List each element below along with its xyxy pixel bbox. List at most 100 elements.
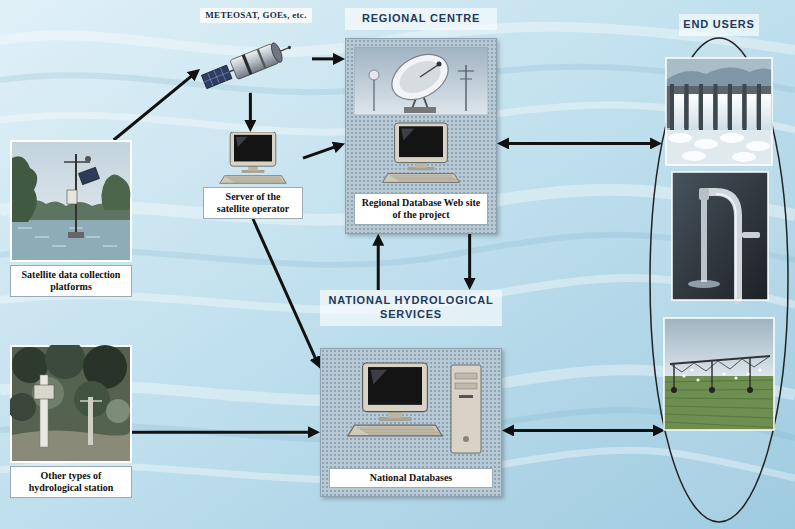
illustration-part	[363, 363, 428, 412]
regional-panel: Regional Database Web site of the projec…	[345, 38, 497, 234]
double-arrow	[508, 429, 659, 432]
station-photo-box: Other types of hydrological station	[10, 345, 132, 498]
illustration-part	[749, 358, 751, 388]
illustration-part	[371, 369, 387, 384]
illustration-part	[232, 181, 284, 182]
illustration-part	[706, 192, 738, 300]
dam-photo	[666, 58, 772, 165]
illustration-part	[64, 161, 90, 162]
illustration-part	[101, 174, 130, 210]
illustration-part	[747, 387, 753, 393]
illustration-part	[86, 237, 100, 238]
station-label: Other types of hydrological station	[10, 466, 132, 498]
illustration-part	[228, 178, 281, 179]
illustration-part	[242, 54, 253, 74]
illustration-part	[673, 364, 675, 388]
illustration-part	[395, 178, 456, 179]
illustration-part	[230, 132, 276, 166]
server-picture	[203, 132, 303, 184]
illustration-part	[230, 179, 282, 180]
illustration-part	[455, 383, 477, 389]
flow-arrow	[303, 145, 339, 158]
illustration-part	[12, 156, 37, 222]
illustration-part	[78, 167, 99, 184]
satellite-picture	[200, 23, 312, 93]
illustration-part	[742, 232, 760, 238]
illustration-part	[758, 368, 761, 371]
illustration-part	[34, 385, 54, 399]
illustration-part	[369, 70, 379, 80]
illustration-part	[394, 54, 446, 99]
illustration-part	[234, 182, 285, 183]
national-services-box: NATIONAL HYDROLOGICAL SERVICES National D…	[320, 290, 502, 497]
illustration-part	[363, 430, 437, 431]
end-users-frame	[648, 14, 790, 524]
illustration-part	[747, 94, 757, 134]
illustration-part	[85, 156, 91, 162]
illustration-part	[280, 48, 288, 51]
illustration-part	[716, 194, 736, 298]
illustration-part	[664, 380, 774, 382]
water-ripples	[0, 27, 795, 480]
illustration-part	[11, 141, 131, 261]
illustration-part	[699, 188, 709, 200]
illustration-part	[664, 422, 774, 428]
illustration-part	[401, 128, 414, 140]
illustration-part	[437, 61, 442, 66]
illustration-part	[269, 41, 284, 63]
illustration-part	[664, 376, 774, 430]
illustration-part	[711, 361, 713, 388]
illustration-part	[12, 430, 130, 461]
illustration-part	[728, 84, 732, 130]
users-heading: END USERS	[679, 14, 758, 36]
illustration-part	[220, 176, 287, 184]
database-label: Regional Database Web site of the projec…	[354, 193, 488, 225]
illustration-part	[714, 84, 718, 130]
illustration-part	[718, 94, 728, 134]
illustration-part	[360, 428, 435, 429]
illustration-part	[465, 65, 467, 111]
illustration-part	[701, 200, 707, 282]
regional-centre-box: REGIONAL CENTRERegional Database Web sit…	[345, 8, 497, 234]
illustration-part	[287, 45, 291, 49]
illustration-part	[458, 70, 474, 71]
illustration-part	[672, 172, 768, 300]
illustration-part	[399, 180, 458, 181]
illustration-part	[732, 94, 742, 134]
end-users-ellipse: END USERS	[648, 14, 790, 524]
illustration-part	[67, 190, 77, 204]
database-label: National Databases	[329, 468, 493, 488]
illustration-part	[664, 414, 774, 418]
platform-photo-box: Satellite data collection platforms	[10, 140, 132, 297]
flow-arrow	[114, 73, 196, 140]
flow-arrow	[468, 234, 471, 284]
illustration-part	[689, 94, 699, 134]
illustration-part	[368, 367, 422, 405]
illustration-part	[670, 356, 770, 372]
illustration-part	[666, 58, 772, 165]
illustration-part	[399, 126, 443, 157]
platform-label: Satellite data collection platforms	[10, 265, 132, 297]
illustration-part	[52, 246, 66, 247]
illustration-part	[368, 433, 441, 434]
server-label: Server of the satellite operator	[203, 187, 303, 219]
illustration-part	[664, 318, 774, 430]
illustration-part	[18, 228, 32, 229]
services-heading: NATIONAL HYDROLOGICAL SERVICES	[320, 290, 502, 326]
computer-icon	[348, 363, 443, 436]
flow-arrow	[312, 57, 339, 60]
illustration-part	[420, 65, 438, 77]
illustration-part	[103, 246, 117, 247]
illustration-part	[746, 141, 770, 151]
illustration-part	[451, 365, 481, 453]
illustration-part	[664, 398, 774, 399]
illustration-part	[68, 232, 84, 238]
illustration-part	[668, 133, 692, 143]
illustration-part	[234, 135, 272, 162]
desktop-picture	[329, 357, 493, 462]
national-panel: National Databases	[320, 348, 502, 497]
illustration-part	[671, 387, 677, 393]
illustration-part	[365, 432, 439, 433]
